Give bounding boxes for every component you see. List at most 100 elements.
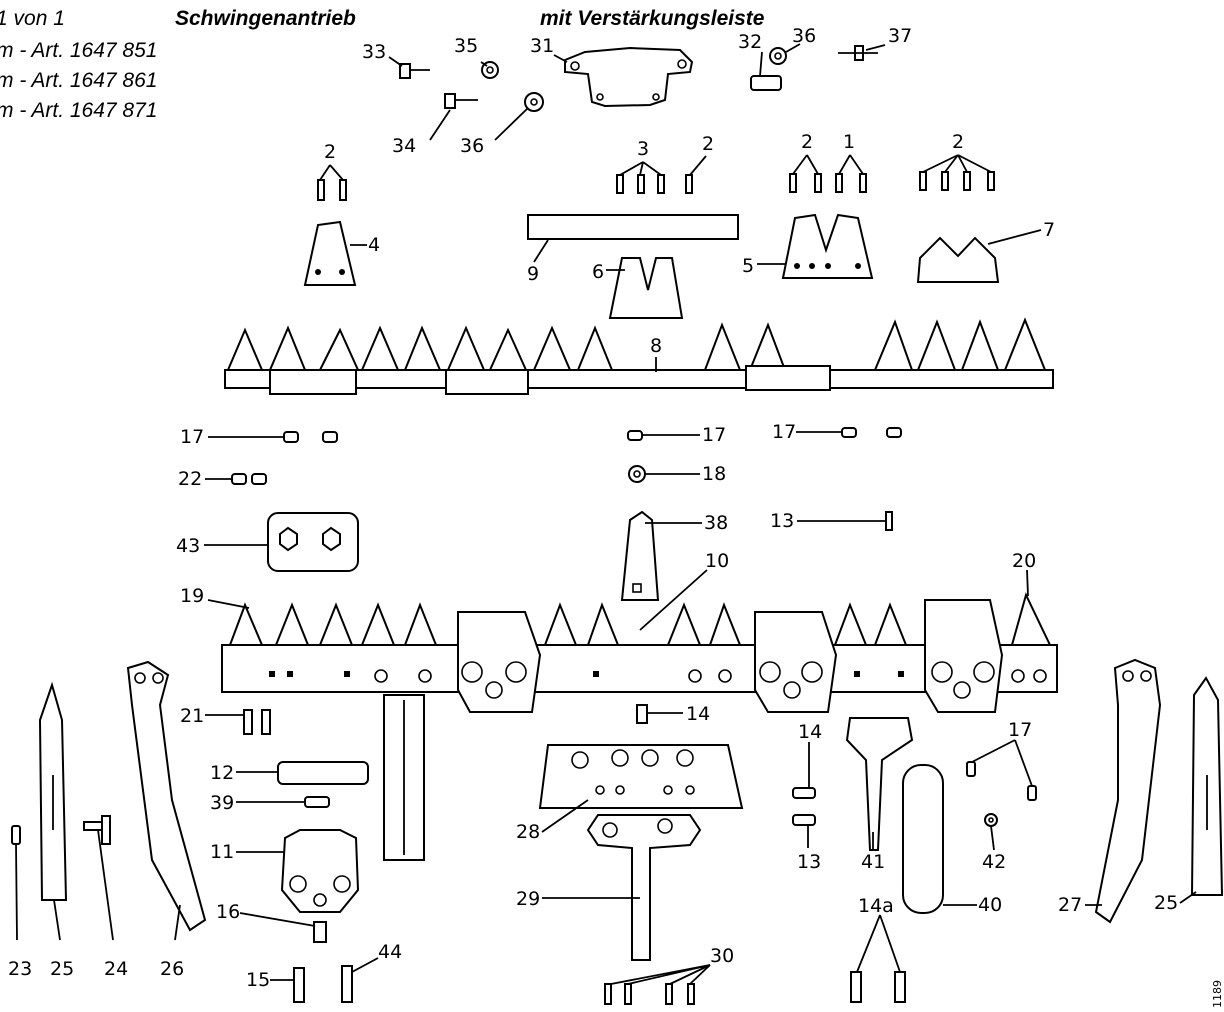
callout-18: 18 <box>702 463 726 485</box>
callout-12: 12 <box>210 762 234 784</box>
part-43-plate <box>267 512 359 572</box>
part-16-bolt <box>313 921 327 943</box>
part-41-bracket <box>845 717 914 851</box>
callout-34: 34 <box>392 135 416 157</box>
callout-37: 37 <box>888 25 912 47</box>
callout-39: 39 <box>210 792 234 814</box>
part-28-plate <box>538 744 744 809</box>
part-15-bolt <box>293 967 305 1003</box>
callout-3: 3 <box>637 138 649 160</box>
callout-26: 26 <box>160 958 184 980</box>
callout-7: 7 <box>1043 219 1055 241</box>
part-29-t-piece <box>586 814 702 961</box>
callout-2: 2 <box>952 131 964 153</box>
callout-22: 22 <box>178 468 202 490</box>
callout-17: 17 <box>772 421 796 443</box>
variant-line-2: m - Art. 1647 861 <box>0 69 158 92</box>
callout-14: 14 <box>686 703 710 725</box>
part-6-double-section <box>608 257 684 319</box>
callout-43: 43 <box>176 535 200 557</box>
part-26-arm <box>126 660 207 932</box>
part-11-drive-head <box>280 829 360 913</box>
part-14-screw <box>636 704 648 724</box>
callout-15: 15 <box>246 969 270 991</box>
part-27-arm <box>1094 658 1162 924</box>
callout-30: 30 <box>710 945 734 967</box>
callout-25: 25 <box>50 958 74 980</box>
callout-4: 4 <box>368 234 380 256</box>
part-5-double-section <box>781 213 874 279</box>
callout-29: 29 <box>516 888 540 910</box>
callout-24: 24 <box>104 958 128 980</box>
callout-1: 1 <box>843 131 855 153</box>
callout-32: 32 <box>738 31 762 53</box>
callout-13: 13 <box>770 510 794 532</box>
page-indicator: 1 von 1 <box>0 7 65 30</box>
callout-6: 6 <box>592 261 604 283</box>
callout-40: 40 <box>978 894 1002 916</box>
part-40-cover <box>902 764 944 914</box>
rivets-top <box>317 171 995 201</box>
part-18-washer <box>628 465 646 483</box>
callout-9: 9 <box>527 263 539 285</box>
callout-38: 38 <box>704 512 728 534</box>
callout-33: 33 <box>362 41 386 63</box>
callout-44: 44 <box>378 941 402 963</box>
part-31-bracket <box>564 46 694 108</box>
part-30-rivets <box>604 983 695 1005</box>
image-id-label: 1189 <box>1211 980 1224 1008</box>
diagram-subtitle: mit Verstärkungsleiste <box>540 7 765 30</box>
part-36-washer-2 <box>769 47 787 65</box>
callout-28: 28 <box>516 821 540 843</box>
part-32-nut <box>750 75 782 91</box>
callout-11: 11 <box>210 841 234 863</box>
callout-19: 19 <box>180 585 204 607</box>
callout-5: 5 <box>742 255 754 277</box>
callout-14: 14 <box>798 721 822 743</box>
part-39-pin <box>304 796 330 808</box>
part-9-bar <box>527 214 739 240</box>
part-24-bolt <box>83 815 111 845</box>
part-38-guard <box>620 510 660 601</box>
callout-35: 35 <box>454 35 478 57</box>
part-12-coupler <box>277 761 369 785</box>
part-17-clips <box>283 427 902 443</box>
part-23-pin <box>11 825 21 845</box>
part-4-knife-section <box>303 220 357 286</box>
part-10-guard-bar <box>221 592 1058 713</box>
callout-21: 21 <box>180 705 204 727</box>
callout-42: 42 <box>982 851 1006 873</box>
callout-2: 2 <box>801 131 813 153</box>
callout-14a: 14a <box>858 895 894 917</box>
callout-2: 2 <box>324 141 336 163</box>
part-21-bolts <box>243 709 271 735</box>
callout-27: 27 <box>1058 894 1082 916</box>
part-25-guard-left <box>38 681 68 901</box>
leader-lines <box>15 43 1197 985</box>
part-13-screw <box>885 511 893 531</box>
part-42-washer <box>984 813 998 827</box>
callout-20: 20 <box>1012 550 1036 572</box>
callout-13: 13 <box>797 851 821 873</box>
callout-41: 41 <box>861 851 885 873</box>
drive-shaft <box>383 694 425 861</box>
variant-line-1: m - Art. 1647 851 <box>0 39 158 62</box>
diagram-title: Schwingenantrieb <box>175 7 356 30</box>
part-33-bolt <box>399 63 430 79</box>
callout-10: 10 <box>705 550 729 572</box>
callout-2: 2 <box>702 133 714 155</box>
variant-line-3: m - Art. 1647 871 <box>0 99 158 122</box>
part-36-washer <box>524 92 544 112</box>
part-37-bolt <box>838 45 878 61</box>
callout-36: 36 <box>792 25 816 47</box>
part-7-section <box>916 236 1000 283</box>
part-17-clips-right <box>966 761 1037 801</box>
part-22-clips <box>231 473 267 485</box>
part-25-guard-right <box>1190 676 1224 896</box>
callout-labels: 33 35 31 32 36 37 34 36 2 3 2 2 1 2 4 9 … <box>8 25 1178 991</box>
callout-17: 17 <box>180 426 204 448</box>
callout-17: 17 <box>1008 719 1032 741</box>
part-14a-screws <box>850 971 906 1003</box>
callout-31: 31 <box>530 35 554 57</box>
